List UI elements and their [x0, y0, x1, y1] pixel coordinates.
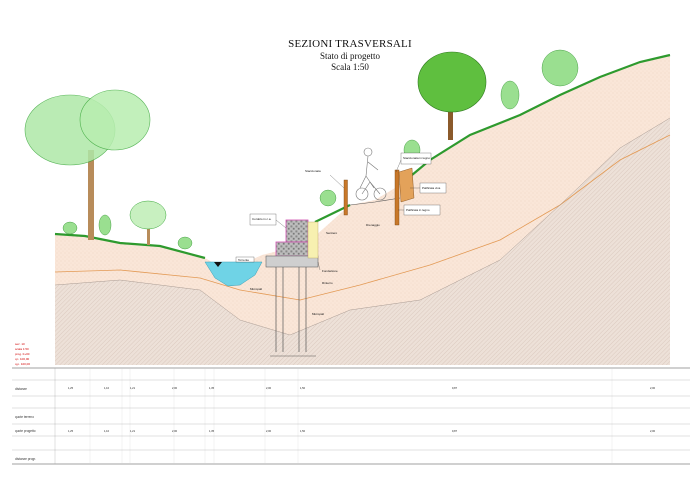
svg-text:prog. 0+00: prog. 0+00 [15, 352, 30, 356]
ground-surface [54, 232, 206, 260]
retaining-wall-top [285, 219, 309, 243]
svg-text:2,00: 2,00 [172, 429, 178, 433]
fence-right-label: Staccionata in legno [403, 156, 430, 160]
drawing-subtitle: Stato di progetto [320, 51, 380, 61]
svg-text:1,25: 1,25 [68, 429, 74, 433]
backfill-label: Rinterro [322, 281, 333, 285]
svg-text:2,00: 2,00 [172, 386, 178, 390]
svg-text:2,00: 2,00 [650, 429, 656, 433]
svg-text:1,50: 1,50 [300, 386, 306, 390]
svg-text:1,21: 1,21 [130, 386, 136, 390]
svg-text:1,21: 1,21 [130, 429, 136, 433]
drawing-title: SEZIONI TRASVERSALI [288, 38, 412, 50]
svg-text:2,00: 2,00 [650, 386, 656, 390]
red-notes: sez. 10 scala 1:50 prog. 0+00 q.t. 100,0… [15, 342, 30, 366]
drawing-scale: Scala 1:50 [331, 62, 369, 72]
row-label-7: distanze progr. [15, 457, 36, 461]
svg-text:q.p. 100,00: q.p. 100,00 [15, 362, 30, 366]
palisade-post [394, 169, 400, 226]
row-label-5: quote progetto [15, 429, 36, 433]
palisade-label: Palificata in legno [406, 208, 430, 212]
backfill-zone [307, 221, 319, 259]
tree-left-large [24, 89, 151, 240]
svg-text:1,35: 1,35 [209, 386, 215, 390]
shrubs-left [62, 214, 193, 250]
tree-right-large [417, 51, 487, 140]
wall-callout-text: Cordolo in c.a. [252, 217, 272, 221]
retaining-wall-mid [275, 241, 309, 257]
svg-text:9,87: 9,87 [452, 386, 458, 390]
svg-text:sez. 10: sez. 10 [15, 342, 25, 346]
path-surface [349, 197, 401, 206]
path-label: Sentiero [326, 231, 338, 235]
fence-post-left [343, 179, 348, 216]
stream-water [204, 261, 263, 287]
svg-text:2,00: 2,00 [266, 386, 272, 390]
svg-text:1,10: 1,10 [104, 429, 110, 433]
water-label-box [235, 256, 255, 263]
row-label-1: distanze [15, 387, 27, 391]
fence-left-label: Staccionata [305, 169, 321, 173]
fence-right-label-box [400, 152, 432, 165]
svg-text:9,87: 9,87 [452, 429, 458, 433]
palisade-logs [398, 167, 415, 203]
svg-text:1,50: 1,50 [300, 429, 306, 433]
table-values-row6: 1,25 1,10 1,21 2,00 1,35 2,00 1,50 9,87 … [68, 429, 656, 433]
wall-footing [265, 255, 319, 268]
leader-lines [275, 159, 420, 271]
micropile-label-left: Micropali [250, 287, 262, 291]
svg-text:1,35: 1,35 [209, 429, 215, 433]
svg-text:1,25: 1,25 [68, 386, 74, 390]
shrubs-right [319, 49, 579, 207]
row-label-3: quote terreno [15, 415, 34, 419]
wall-callout-box [249, 213, 277, 226]
section-data-table: distanze quote terreno quote progetto di… [12, 367, 690, 465]
water-label: Torrente [238, 258, 249, 262]
person-figure [355, 147, 387, 201]
svg-text:1,10: 1,10 [104, 386, 110, 390]
table-values-row2: 1,25 1,10 1,21 2,00 1,35 2,00 1,50 9,87 … [68, 386, 656, 390]
subsoil-layer [55, 118, 670, 365]
svg-text:q.t. 100,00: q.t. 100,00 [15, 357, 30, 361]
svg-text:scala 1:50: scala 1:50 [15, 347, 29, 351]
water-level-marker [214, 262, 222, 267]
soil-interface-line [54, 134, 671, 301]
svg-text:2,00: 2,00 [266, 429, 272, 433]
footing-label: Fondazione [322, 269, 338, 273]
micropile-label-right: Micropali [312, 312, 324, 316]
tree-left-small [129, 200, 167, 245]
note-right-label: Palificata viva [422, 186, 441, 190]
drain-label: Drenaggio [366, 223, 380, 227]
bedrock-line [54, 117, 671, 336]
